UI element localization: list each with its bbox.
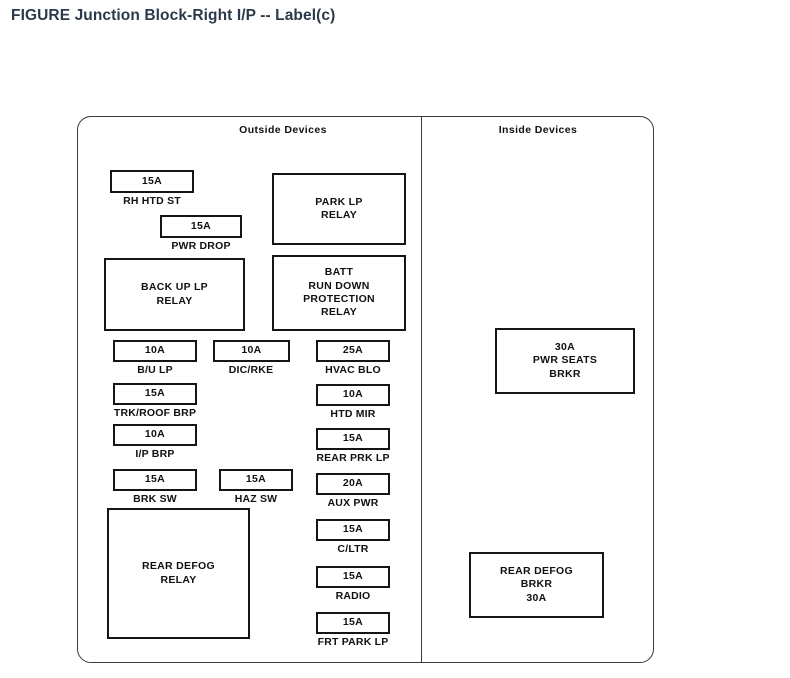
breaker-label-line-3: BRKR [549,367,581,380]
section-divider [421,116,422,663]
fuse-rating: 10A [342,388,364,401]
relay-label-line-2: RUN DOWN [308,279,370,292]
relay-rear-defog[interactable]: REAR DEFOG RELAY [107,508,250,639]
fuse-rating: 25A [342,344,364,357]
fuse-caption-pwr-drop: PWR DROP [171,240,231,252]
fuse-haz-sw[interactable]: 15A [219,469,293,491]
fuse-caption-ip-brp: I/P BRP [135,448,175,460]
relay-batt-run-down-protection[interactable]: BATT RUN DOWN PROTECTION RELAY [272,255,406,331]
fuse-dic-rke[interactable]: 10A [213,340,290,362]
fuse-rating: 10A [144,344,166,357]
breaker-label-line-2: PWR SEATS [532,354,598,367]
fuse-caption-aux-pwr: AUX PWR [327,497,379,509]
fuse-rh-htd-st[interactable]: 15A [110,170,194,193]
fuse-rating: 15A [342,570,364,583]
fuse-rating: 15A [342,616,364,629]
fuse-rear-prk-lp[interactable]: 15A [316,428,390,450]
relay-park-lp[interactable]: PARK LP RELAY [272,173,406,245]
breaker-label-line-2: BRKR [520,578,553,591]
fuse-caption-htd-mir: HTD MIR [330,408,376,420]
breaker-label-line-1: 30A [554,340,576,353]
fuse-caption-rear-prk-lp: REAR PRK LP [316,452,390,464]
fuse-trk-roof-brp[interactable]: 15A [113,383,197,405]
fuse-rating: 15A [144,387,166,400]
fuse-hvac-blo[interactable]: 25A [316,340,390,362]
fuse-rating: 15A [342,432,364,445]
relay-label-line-1: REAR DEFOG [141,560,215,573]
fuse-radio[interactable]: 15A [316,566,390,588]
fuse-rating: 15A [190,219,212,232]
fuse-brk-sw[interactable]: 15A [113,469,197,491]
fuse-rating: 10A [144,428,166,441]
relay-label-line-2: RELAY [320,209,358,221]
fuse-frt-park-lp[interactable]: 15A [316,612,390,634]
fuse-rating: 15A [342,523,364,536]
fuse-rating: 15A [144,473,166,486]
fuse-caption-brk-sw: BRK SW [133,493,177,505]
fuse-pwr-drop[interactable]: 15A [160,215,242,238]
relay-label-line-1: PARK LP [315,195,363,208]
fuse-caption-radio: RADIO [335,590,371,602]
fuse-aux-pwr[interactable]: 20A [316,473,390,495]
breaker-pwr-seats[interactable]: 30A PWR SEATS BRKR [495,328,635,394]
relay-label-line-3: PROTECTION [303,293,375,305]
breaker-label-line-3: 30A [526,591,547,604]
fuse-htd-mir[interactable]: 10A [316,384,390,406]
relay-label-line-2: RELAY [156,294,193,307]
fuse-caption-haz-sw: HAZ SW [234,493,278,505]
relay-label-line-2: RELAY [160,573,197,586]
breaker-label-line-1: REAR DEFOG [499,564,573,577]
fuse-caption-hvac-blo: HVAC BLO [325,364,381,376]
section-heading-outside-devices: Outside Devices [239,124,327,136]
relay-label-line-1: BACK UP LP [141,281,208,294]
figure-title: FIGURE Junction Block-Right I/P -- Label… [11,7,336,24]
fuse-rating: 10A [241,344,262,357]
relay-back-up-lp[interactable]: BACK UP LP RELAY [104,258,245,331]
fuse-rating: 20A [342,477,364,490]
breaker-rear-defog[interactable]: REAR DEFOG BRKR 30A [469,552,604,618]
fuse-caption-frt-park-lp: FRT PARK LP [317,636,389,648]
fuse-caption-bu-lp: B/U LP [137,364,173,376]
fuse-c-ltr[interactable]: 15A [316,519,390,541]
fuse-caption-rh-htd-st: RH HTD ST [123,195,181,207]
fuse-bu-lp[interactable]: 10A [113,340,197,362]
fuse-caption-dic-rke: DIC/RKE [228,364,274,376]
fuse-ip-brp[interactable]: 10A [113,424,197,446]
relay-label-line-1: BATT [324,266,354,279]
relay-label-line-4: RELAY [320,306,358,319]
fuse-rating: 15A [245,473,267,486]
fuse-caption-c-ltr: C/LTR [337,543,369,555]
fuse-caption-trk-roof-brp: TRK/ROOF BRP [113,407,197,419]
fuse-rating: 15A [141,174,163,187]
section-heading-inside-devices: Inside Devices [498,124,578,136]
